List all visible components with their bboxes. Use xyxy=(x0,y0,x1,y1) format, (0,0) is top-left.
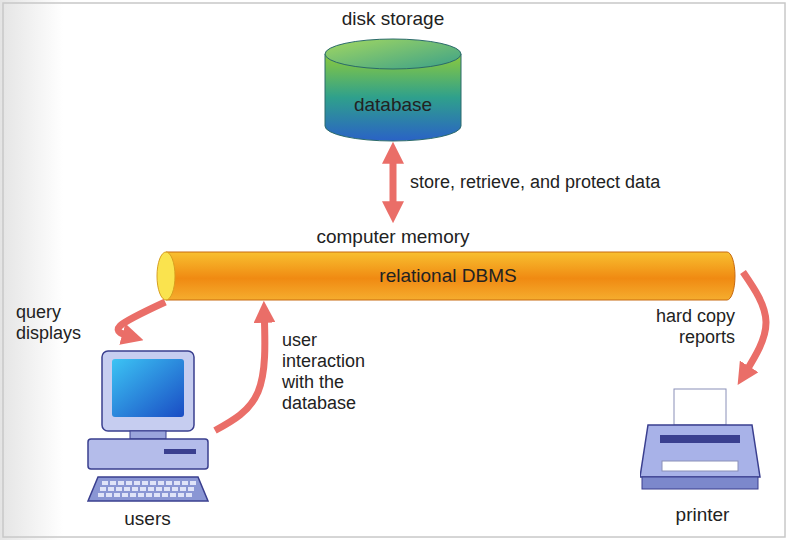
keys xyxy=(98,481,196,497)
node-label: printer xyxy=(640,504,765,526)
monitor xyxy=(102,351,194,431)
edge-label: hard copy reports xyxy=(630,306,735,348)
store-arrow xyxy=(390,155,397,210)
edge-label: user interaction with the database xyxy=(282,330,382,414)
heading-label: disk storage xyxy=(318,8,468,30)
computer-case xyxy=(88,439,208,469)
edge-label: store, retrieve, and protect data xyxy=(410,172,690,193)
paper-slot xyxy=(660,435,740,443)
node-label: database xyxy=(318,94,468,116)
printer-icon: printer xyxy=(640,385,765,535)
keyboard xyxy=(88,477,208,501)
shape-outline xyxy=(80,345,215,535)
cylinder-end xyxy=(157,252,175,300)
printer-base xyxy=(642,477,758,489)
computer-icon: users xyxy=(80,345,215,535)
screen xyxy=(112,359,184,417)
printout xyxy=(662,461,738,471)
node-label: relational DBMS xyxy=(343,265,553,287)
panel-border xyxy=(3,3,785,537)
cylinder-top xyxy=(325,39,461,69)
query-arrow xyxy=(118,302,165,337)
node-label: users xyxy=(80,508,215,530)
interaction-arrow xyxy=(215,314,265,431)
dbms-cylinder: computer memory relational DBMS xyxy=(148,222,743,302)
paper xyxy=(674,389,726,425)
monitor-stand xyxy=(130,431,166,439)
report-arrow xyxy=(743,272,766,374)
heading-label: computer memory xyxy=(308,226,478,248)
cylinder-body xyxy=(166,252,735,300)
printer-body xyxy=(640,425,760,477)
edge-label: query displays xyxy=(16,302,106,344)
database-cylinder: disk storage database xyxy=(318,8,468,143)
drive-slot xyxy=(164,449,196,454)
